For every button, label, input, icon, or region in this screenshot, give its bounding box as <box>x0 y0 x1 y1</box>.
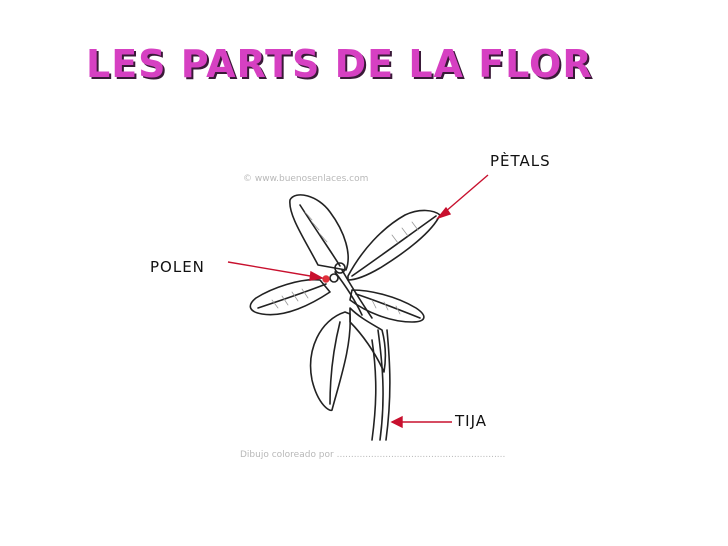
petal-left-vein <box>258 284 326 308</box>
arrow-pollen-line <box>228 262 322 278</box>
arrow-stem-head <box>392 417 402 427</box>
label-stem: TIJA <box>455 412 487 430</box>
anther-side <box>330 274 338 282</box>
petal-top <box>290 195 348 270</box>
petal-right-lower-vein <box>356 294 420 318</box>
arrow-pollen-head <box>310 272 322 280</box>
petal-top-vein <box>300 205 340 266</box>
stem <box>378 330 383 440</box>
stamen-2 <box>342 270 372 318</box>
petal-right-upper-vein <box>352 216 436 276</box>
petal-lower-left-vein <box>330 322 340 404</box>
label-petals: PÈTALS <box>490 152 551 170</box>
pollen-dot <box>323 276 329 282</box>
label-pollen: POLEN <box>150 258 205 276</box>
stem-edge <box>386 330 390 440</box>
